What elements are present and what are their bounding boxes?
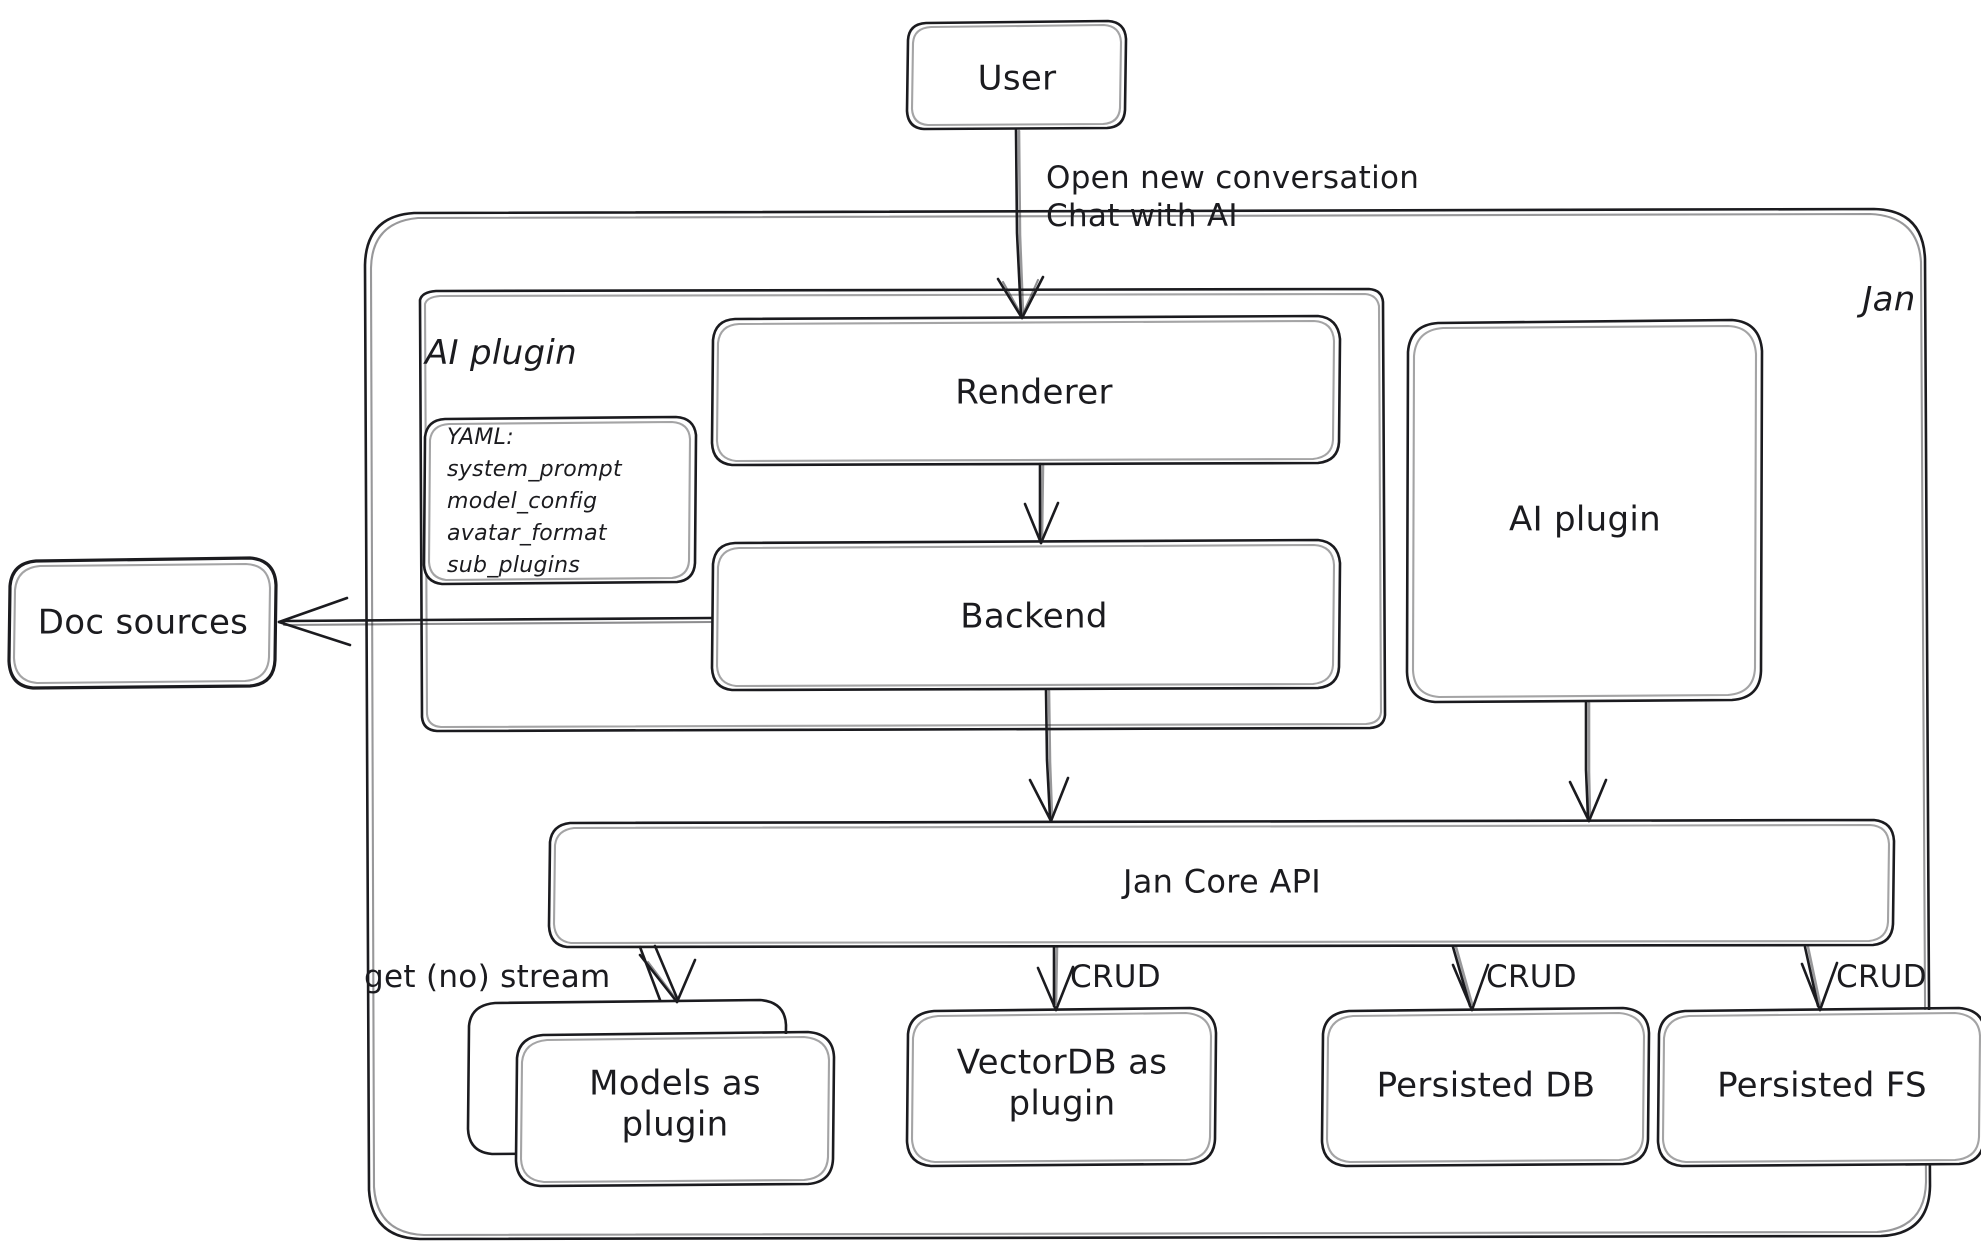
yaml-item-sub-plugins: sub_plugins — [447, 553, 581, 578]
edge-user-to-renderer — [996, 128, 1045, 320]
node-persisted-fs-label: Persisted FS — [1717, 1065, 1927, 1106]
yaml-item-avatar-format: avatar_format — [447, 521, 607, 546]
node-backend-box[interactable] — [710, 538, 1342, 692]
node-vectordb-plugin-label: VectorDB as plugin — [956, 1042, 1168, 1124]
node-persisted-db-label: Persisted DB — [1376, 1065, 1596, 1106]
edge-core-api-to-persisted-fs — [1800, 945, 1839, 1012]
edge-ai-plugin-to-core-api — [1568, 700, 1608, 823]
node-renderer-label: Renderer — [955, 372, 1113, 413]
node-doc-sources-label: Doc sources — [37, 602, 249, 643]
edge-label-core-to-db: CRUD — [1486, 959, 1577, 995]
container-ai-plugin-group-label: AI plugin — [425, 333, 577, 373]
node-models-plugin-box[interactable] — [514, 1030, 836, 1188]
edge-backend-to-core-api — [1028, 688, 1070, 823]
node-user-box[interactable] — [905, 19, 1128, 131]
container-jan-label: Jan — [1862, 279, 1916, 320]
yaml-card-box[interactable] — [422, 415, 698, 586]
edge-core-api-to-models — [638, 944, 697, 1004]
node-persisted-fs-box[interactable] — [1656, 1006, 1981, 1168]
node-doc-sources-box[interactable] — [7, 556, 278, 690]
yaml-item-model-config: model_config — [447, 489, 598, 514]
edge-label-user-to-renderer: Open new conversation Chat with AI — [1046, 160, 1420, 234]
edge-label-core-to-vectordb: CRUD — [1070, 959, 1161, 995]
node-user-label: User — [977, 58, 1057, 99]
yaml-card-header: YAML: — [447, 425, 514, 450]
node-jan-core-api-label: Jan Core API — [1123, 862, 1321, 901]
edge-core-api-to-persisted-db — [1451, 945, 1490, 1012]
container-ai-plugin-group[interactable] — [418, 287, 1387, 733]
edge-label-core-to-fs: CRUD — [1836, 959, 1927, 995]
node-backend-label: Backend — [960, 596, 1108, 637]
edge-core-api-to-vectordb — [1036, 945, 1075, 1012]
node-models-plugin-label: Models as plugin — [589, 1063, 761, 1145]
node-vectordb-plugin-box[interactable] — [905, 1006, 1218, 1168]
node-renderer-box[interactable] — [710, 314, 1342, 467]
yaml-item-system-prompt: system_prompt — [447, 457, 622, 482]
node-persisted-db-box[interactable] — [1320, 1006, 1651, 1168]
node-ai-plugin-right-label: AI plugin — [1509, 499, 1661, 540]
node-ai-plugin-right-box[interactable] — [1405, 318, 1764, 704]
node-jan-core-api-box[interactable] — [547, 818, 1896, 949]
edge-label-core-to-models: get (no) stream — [364, 959, 611, 995]
container-jan[interactable] — [363, 207, 1932, 1241]
edge-backend-to-doc-sources — [277, 596, 714, 647]
edge-renderer-to-backend — [1023, 462, 1060, 545]
